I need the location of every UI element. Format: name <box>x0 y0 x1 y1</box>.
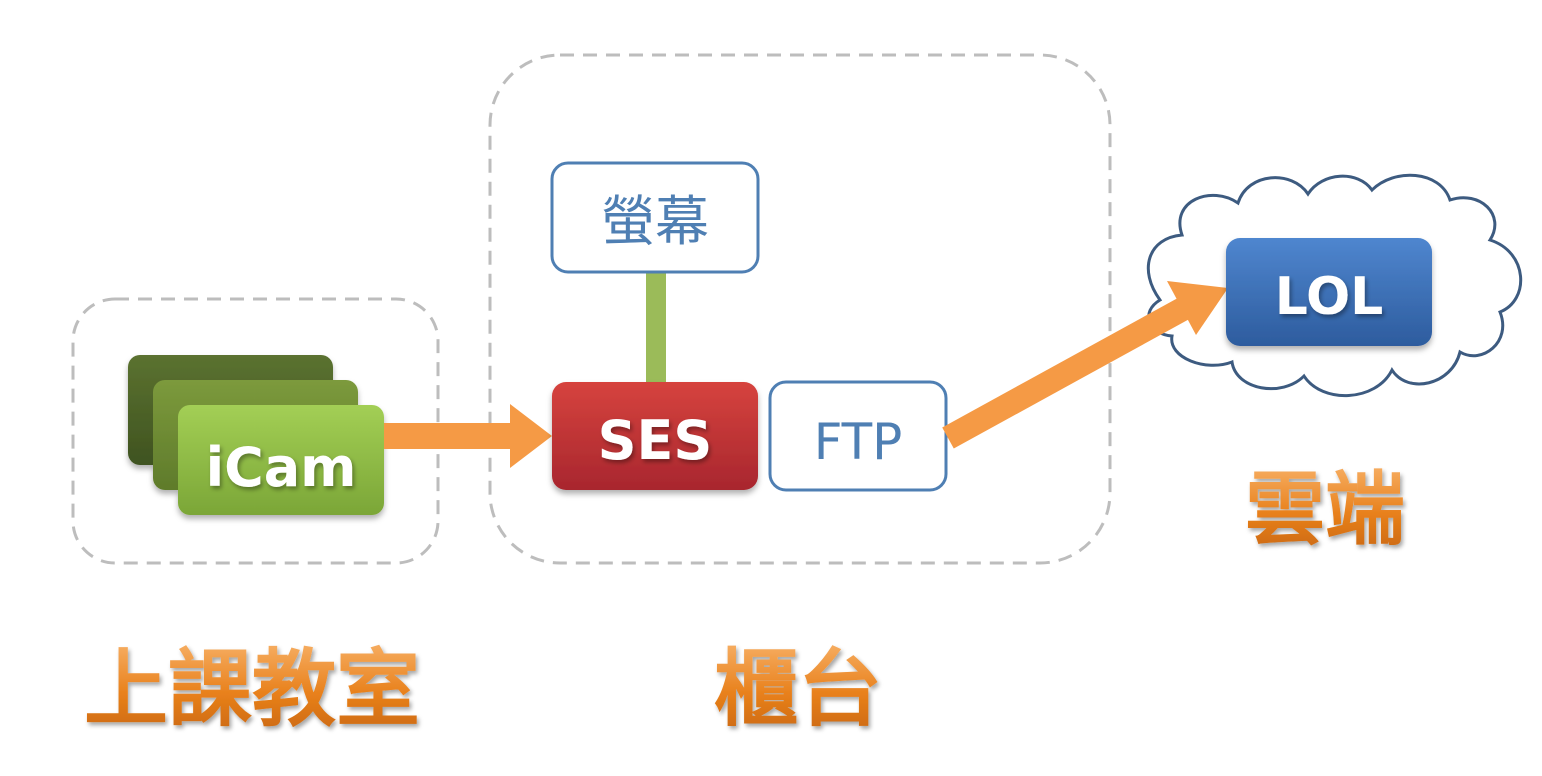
ses-box[interactable] <box>552 382 758 490</box>
classroom-zone-box <box>71 297 440 565</box>
ftp-to-lol-arrow <box>942 281 1228 449</box>
counter-zone-box <box>488 53 1112 565</box>
classroom-zone-label: 上課教室 <box>84 640 420 738</box>
ftp-label: FTP <box>814 413 903 471</box>
icam-card-front <box>178 405 384 515</box>
screen-box[interactable] <box>550 161 760 274</box>
lol-label: LOL <box>1275 267 1384 327</box>
cloud-zone-label: 雲端 <box>1245 463 1405 556</box>
screen-label: 螢幕 <box>601 190 709 253</box>
counter-zone-label: 櫃台 <box>714 640 882 738</box>
ses-label: SES <box>598 409 713 472</box>
screen-ses-connector <box>646 272 666 384</box>
ftp-box[interactable] <box>768 380 948 492</box>
icam-label: iCam <box>206 436 357 499</box>
lol-box[interactable] <box>1226 238 1432 346</box>
icam-to-ses-arrow <box>384 404 552 468</box>
icam-stack[interactable] <box>128 355 384 515</box>
